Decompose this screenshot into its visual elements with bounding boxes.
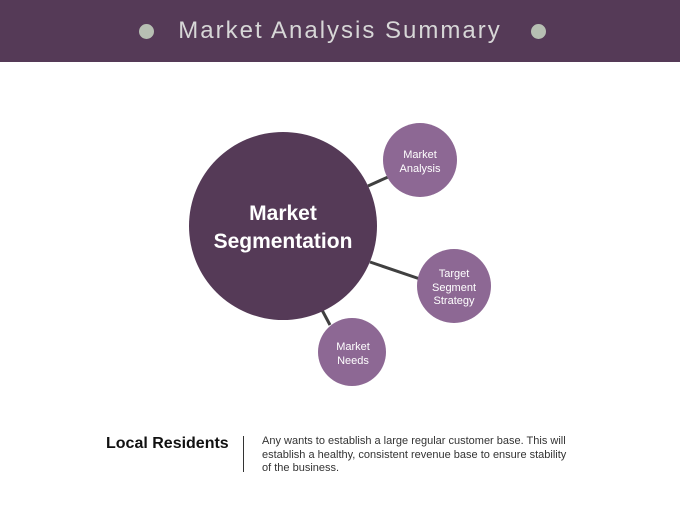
node-market-needs-line1: Market — [336, 341, 370, 353]
node-target-segment-strategy-line3: Strategy — [434, 295, 475, 307]
node-market-analysis-line1: Market — [403, 149, 437, 161]
footer-divider — [243, 436, 244, 472]
connector-market-needs — [320, 309, 332, 326]
header-bar — [0, 0, 680, 62]
footer-label: Local Residents — [106, 435, 229, 452]
node-market-needs — [318, 318, 386, 386]
connector-target-segment-strategy — [369, 260, 421, 281]
connector-market-analysis — [367, 175, 389, 188]
node-target-segment-strategy-line2: Segment — [432, 282, 476, 294]
header-dot-right-icon — [531, 24, 546, 39]
node-target-segment-strategy-line1: Target — [439, 268, 470, 280]
node-target-segment-strategy — [417, 249, 491, 323]
header-dot-left-icon — [139, 24, 154, 39]
center-label-line2: Segmentation — [214, 230, 353, 253]
node-market-analysis — [383, 123, 457, 197]
node-market-analysis-line2: Analysis — [400, 163, 441, 175]
center-label-line1: Market — [249, 202, 317, 225]
node-market-needs-line2: Needs — [337, 355, 369, 367]
center-circle — [189, 132, 377, 320]
page-title: Market Analysis Summary — [178, 17, 502, 44]
footer-description: Any wants to establish a large regular c… — [262, 435, 567, 474]
